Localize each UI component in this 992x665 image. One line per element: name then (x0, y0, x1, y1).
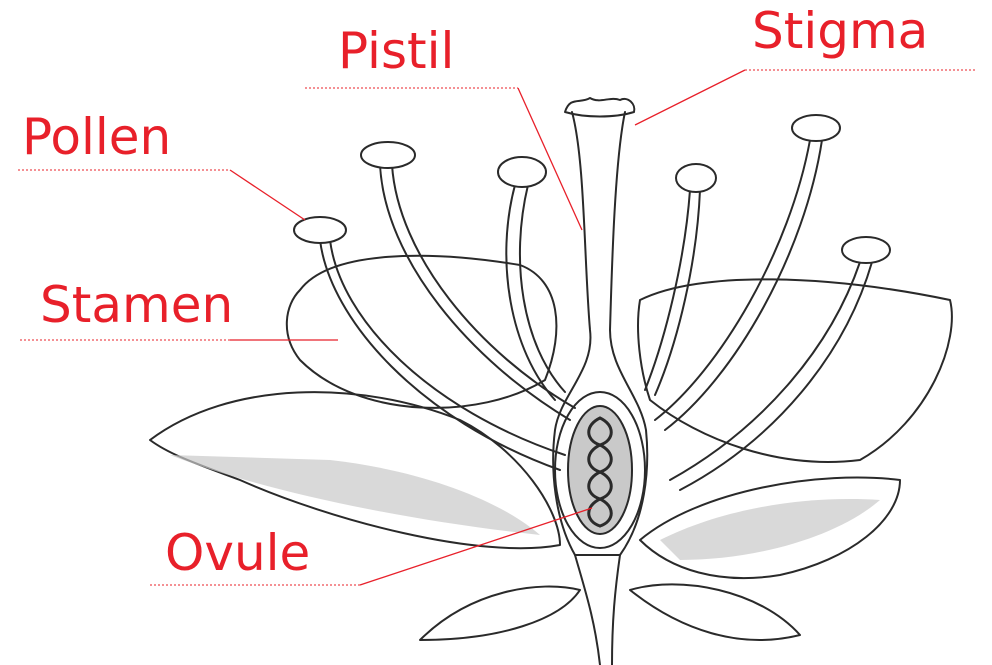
ovary-inner (568, 406, 632, 534)
pistil-label: Pistil (338, 26, 454, 76)
pollen-leader (230, 170, 305, 220)
anther-5 (792, 115, 840, 141)
anther-6 (842, 237, 890, 263)
anther-2 (361, 142, 415, 168)
stem (575, 555, 620, 665)
sepal-left (420, 587, 580, 640)
anther-3 (498, 157, 546, 187)
stamen-filament-6 (670, 262, 860, 480)
petal-back-left (287, 256, 557, 408)
stigma-label: Stigma (752, 6, 928, 56)
stigma (565, 98, 634, 117)
anther-1 (294, 217, 346, 243)
petal-front-left-shade (170, 455, 540, 535)
pollen-label: Pollen (22, 112, 171, 162)
stamen-filament-1 (320, 240, 560, 470)
ovule-label: Ovule (165, 528, 310, 578)
sepal-right (630, 584, 800, 640)
stigma-leader (635, 70, 745, 125)
stamen-label: Stamen (40, 280, 233, 330)
anther-4 (676, 164, 716, 192)
petal-back-right (638, 279, 952, 462)
